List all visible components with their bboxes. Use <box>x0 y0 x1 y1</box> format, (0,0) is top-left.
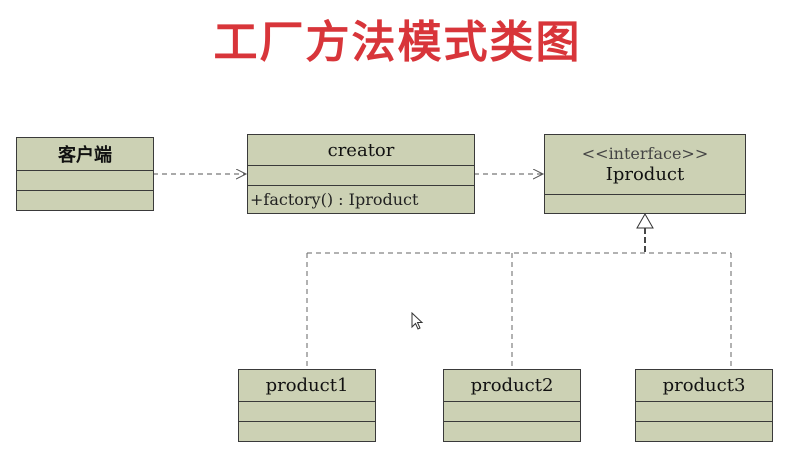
iproduct-class-name: Iproduct <box>605 164 685 185</box>
product3-operations <box>636 421 772 441</box>
iproduct-interface[interactable]: <<interface>> Iproduct <box>544 134 746 214</box>
product1-class[interactable]: product1 <box>238 369 376 442</box>
creator-class-name: creator <box>327 139 395 161</box>
product2-class-name: product2 <box>470 375 554 396</box>
client-class-name: 客户端 <box>58 145 112 166</box>
creator-class[interactable]: creator +factory() : Iproduct <box>247 134 475 214</box>
client-operations <box>17 190 153 210</box>
product1-attributes <box>239 401 375 421</box>
diagram-title: 工厂方法模式类图 <box>213 17 582 68</box>
product2-operations <box>444 421 580 441</box>
product2-attributes <box>444 401 580 421</box>
client-attributes <box>17 170 153 190</box>
client-class[interactable]: 客户端 <box>16 137 154 211</box>
realization-triangle <box>636 212 654 229</box>
creator-attributes <box>248 165 474 185</box>
product1-operations <box>239 421 375 441</box>
product1-class-name: product1 <box>265 375 349 396</box>
product2-class[interactable]: product2 <box>443 369 581 442</box>
product3-class[interactable]: product3 <box>635 369 773 442</box>
creator-operation: +factory() : Iproduct <box>248 185 474 213</box>
iproduct-operations <box>545 194 745 213</box>
product3-attributes <box>636 401 772 421</box>
iproduct-header: <<interface>> Iproduct <box>545 135 745 194</box>
mouse-cursor-icon <box>411 312 424 330</box>
product3-class-name: product3 <box>662 375 746 396</box>
interface-stereotype: <<interface>> <box>581 144 709 163</box>
